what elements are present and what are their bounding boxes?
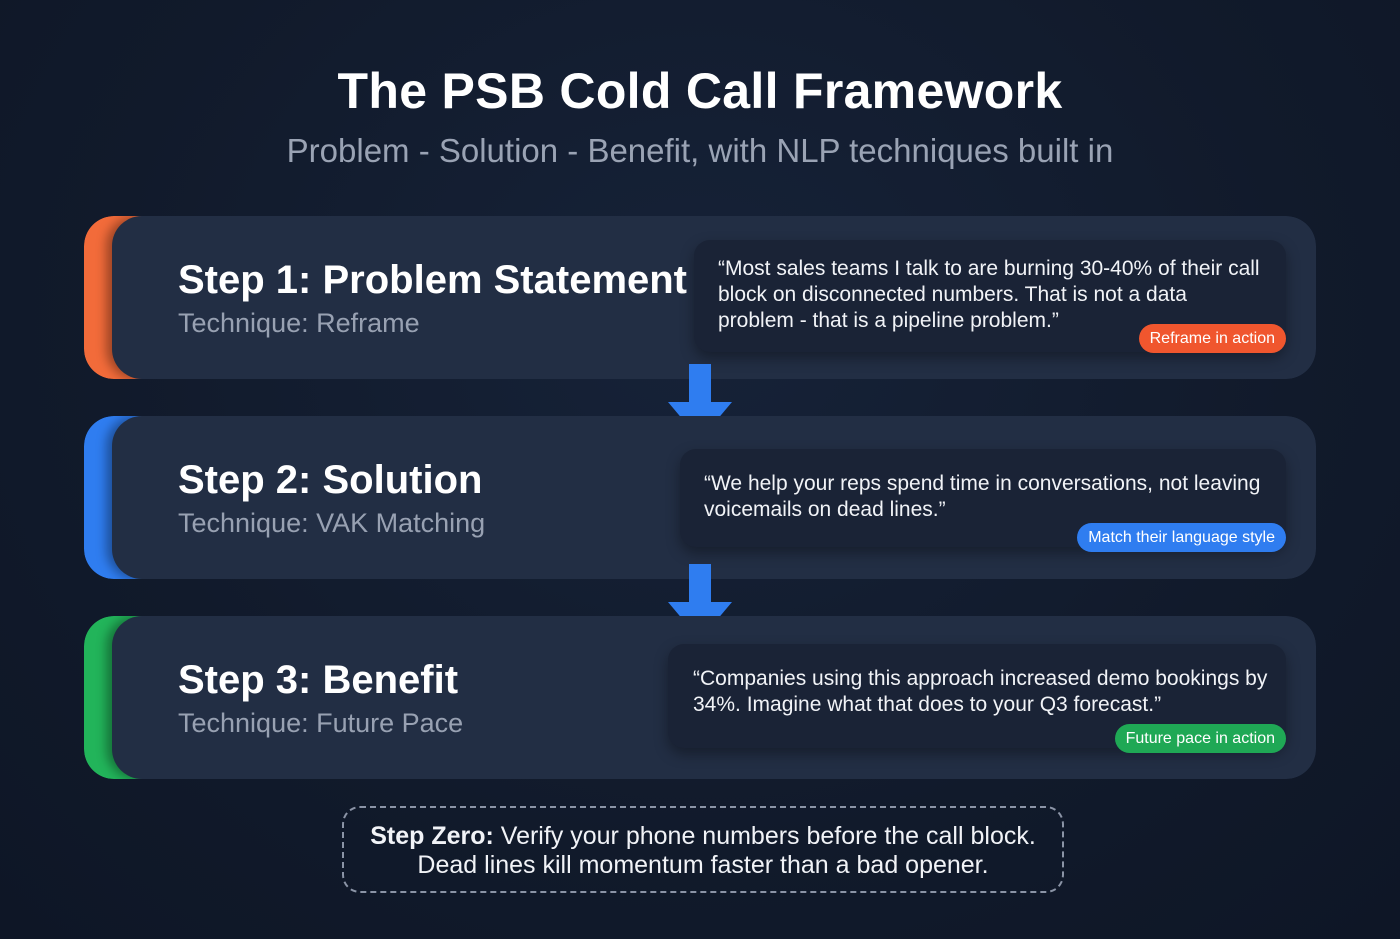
quote-text: “Most sales teams I talk to are burning …	[718, 257, 1260, 332]
step-card-body: Step 2: Solution Technique: VAK Matching…	[112, 416, 1316, 579]
step-technique: Technique: Future Pace	[178, 708, 464, 738]
step-technique: Technique: VAK Matching	[178, 508, 486, 538]
page-subtitle: Problem - Solution - Benefit, with NLP t…	[286, 132, 1114, 169]
technique-badge: Future pace in action	[1114, 724, 1286, 753]
step-zero-note: Step Zero: Verify your phone numbers bef…	[342, 806, 1064, 893]
note-line-2: Dead lines kill momentum faster than a b…	[417, 851, 989, 879]
step-card-body: Step 1: Problem Statement Technique: Ref…	[112, 216, 1316, 379]
note-bold-label: Step Zero:	[370, 822, 494, 850]
note-line-1-text: Verify your phone numbers before the cal…	[493, 822, 1036, 850]
step-technique: Technique: Reframe	[178, 308, 420, 338]
technique-badge: Reframe in action	[1138, 324, 1286, 353]
quote-box: “Companies using this approach increased…	[668, 644, 1286, 753]
step-title: Step 3: Benefit	[178, 658, 459, 702]
step-card-problem: Step 1: Problem Statement Technique: Ref…	[84, 216, 1316, 379]
quote-box: “Most sales teams I talk to are burning …	[694, 240, 1286, 353]
quote-text: “We help your reps spend time in convers…	[704, 472, 1261, 521]
step-card-benefit: Step 3: Benefit Technique: Future Pace “…	[84, 616, 1316, 779]
step-title: Step 2: Solution	[178, 458, 483, 502]
quote-box: “We help your reps spend time in convers…	[680, 449, 1286, 552]
step-card-solution: Step 2: Solution Technique: VAK Matching…	[84, 416, 1316, 579]
quote-text: “Companies using this approach increased…	[693, 667, 1268, 716]
technique-badge: Match their language style	[1077, 523, 1286, 552]
page-title: The PSB Cold Call Framework	[337, 63, 1063, 119]
step-card-body: Step 3: Benefit Technique: Future Pace “…	[112, 616, 1316, 779]
step-title: Step 1: Problem Statement	[178, 258, 688, 302]
note-line-1: Step Zero: Verify your phone numbers bef…	[344, 822, 1062, 851]
